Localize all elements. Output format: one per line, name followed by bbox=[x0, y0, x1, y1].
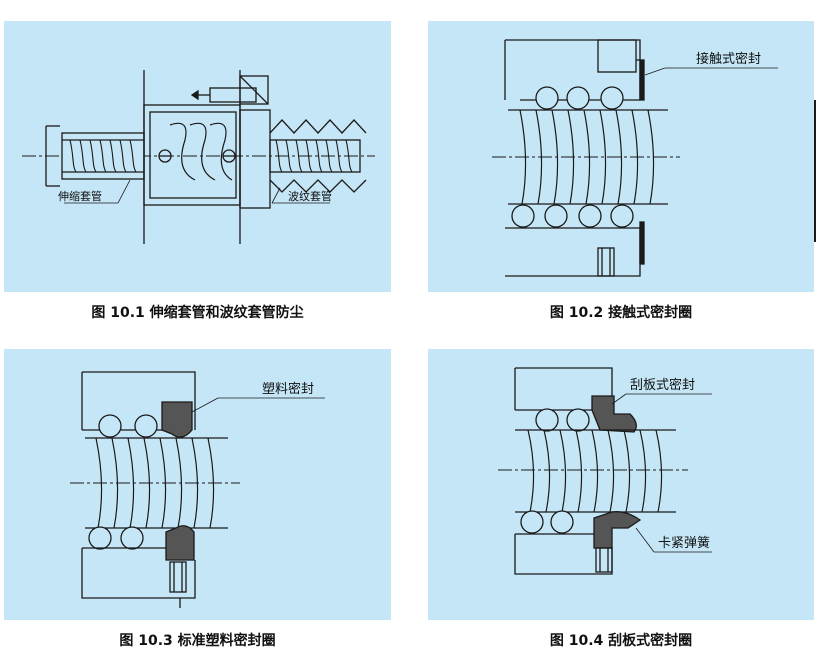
label-scraper-seal: 刮板式密封 bbox=[630, 377, 695, 393]
caption-figure-10-3: 图 10.3 标准塑料密封圈 bbox=[119, 633, 276, 649]
label-contact-seal: 接触式密封 bbox=[696, 51, 761, 67]
figure-10-4-panel bbox=[428, 349, 814, 620]
label-plastic-seal: 塑料密封 bbox=[262, 381, 314, 397]
caption-figure-10-2: 图 10.2 接触式密封圈 bbox=[549, 305, 693, 321]
caption-figure-10-4: 图 10.4 刮板式密封圈 bbox=[549, 633, 693, 649]
label-bellows-sleeve: 波纹套管 bbox=[288, 189, 332, 203]
caption-figure-10-1: 图 10.1 伸缩套管和波纹套管防尘 bbox=[91, 305, 304, 321]
label-telescopic-sleeve: 伸缩套管 bbox=[58, 189, 102, 203]
label-clamp-spring: 卡紧弹簧 bbox=[658, 535, 710, 551]
